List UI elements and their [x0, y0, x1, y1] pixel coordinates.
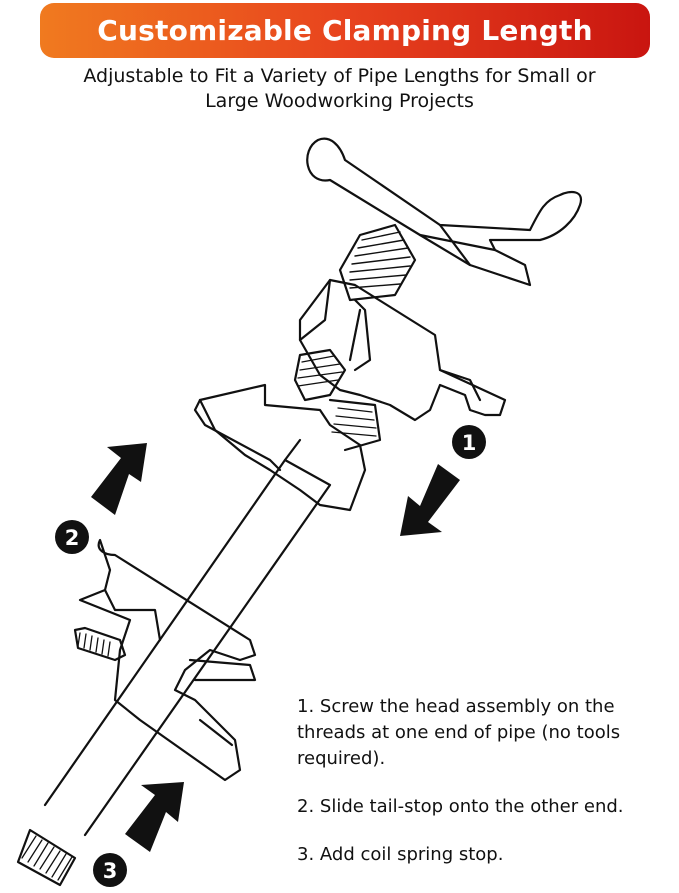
arrow2 [91, 443, 147, 515]
threaded-screw [340, 225, 415, 300]
spring-and-jaw [195, 350, 380, 510]
tail-stop [75, 540, 255, 780]
badge-3-label: 3 [103, 859, 118, 883]
badge-1: 1 [452, 425, 486, 459]
arrow1 [400, 464, 460, 536]
badge-2: 2 [55, 520, 89, 554]
arrow3 [125, 782, 184, 852]
step-1: 1. Screw the head assembly on the thread… [297, 694, 677, 772]
step-list: 1. Screw the head assembly on the thread… [297, 694, 677, 890]
badge-2-label: 2 [65, 526, 80, 550]
crank-handle [307, 139, 581, 285]
step-2: 2. Slide tail-stop onto the other end. [297, 794, 677, 820]
step-3: 3. Add coil spring stop. [297, 842, 677, 868]
badge-1-label: 1 [462, 431, 477, 455]
badge-3: 3 [93, 853, 127, 887]
